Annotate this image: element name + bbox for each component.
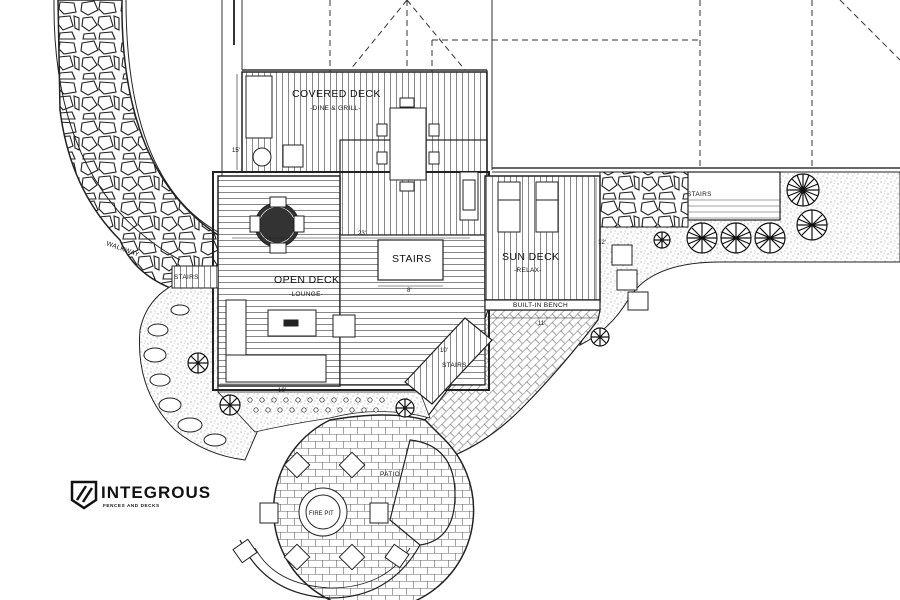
sun-deck-title: SUN DECK bbox=[502, 251, 559, 263]
built-in-bench bbox=[484, 299, 601, 311]
patio-lobe bbox=[389, 439, 456, 546]
gravel-strip bbox=[217, 391, 431, 433]
round-dining-set bbox=[249, 196, 305, 254]
brand-logo: INTEGROUS FENCES AND DECKS bbox=[70, 480, 211, 510]
patio-chairs bbox=[232, 451, 410, 571]
stairs-left-label: STAIRS bbox=[174, 274, 199, 281]
dim-stairs-width: 8' bbox=[407, 288, 411, 294]
stairs-left bbox=[171, 265, 219, 289]
patio-label: PATIO bbox=[380, 471, 400, 478]
river-rocks bbox=[143, 304, 227, 447]
lounge-set bbox=[225, 299, 356, 383]
paver-walk bbox=[424, 309, 601, 456]
open-deck-subtitle: -LOUNGE- bbox=[289, 291, 323, 298]
dim-covered-open: 23' bbox=[358, 231, 366, 237]
shrub-plants bbox=[187, 173, 828, 418]
brand-name: INTEGROUS bbox=[101, 483, 211, 502]
open-deck-title: OPEN DECK bbox=[274, 274, 339, 286]
walkway-border bbox=[53, 0, 219, 261]
stairs-right-label: STAIRS bbox=[687, 191, 712, 198]
dining-table bbox=[376, 97, 440, 192]
fire-pit-label: FIRE PIT bbox=[309, 511, 334, 517]
covered-deck-title: COVERED DECK bbox=[292, 88, 381, 100]
fire-pit bbox=[298, 487, 348, 537]
stairs-center bbox=[377, 239, 444, 281]
dim-covered-side: 15' bbox=[232, 148, 240, 154]
dimension-lines bbox=[220, 74, 598, 385]
side-tables-right bbox=[611, 244, 649, 311]
sun-deck-subtitle: -RELAX- bbox=[514, 267, 542, 274]
stone-patch-right bbox=[599, 171, 689, 228]
dim-open-bottom: 18' bbox=[278, 388, 286, 394]
stairs-diagonal-label: STAIRS bbox=[442, 362, 467, 369]
dim-bench: 11' bbox=[538, 321, 545, 327]
covered-deck-subtitle: -DINE & GRILL- bbox=[310, 105, 361, 112]
bench-label: BUILT-IN BENCH bbox=[513, 302, 568, 309]
grill-area bbox=[245, 75, 479, 221]
patio-border bbox=[239, 539, 421, 599]
patio-inner-border bbox=[254, 547, 411, 589]
stairs-diagonal bbox=[404, 317, 493, 405]
stairs-center-label: STAIRS bbox=[392, 253, 432, 265]
pebble-row bbox=[247, 397, 385, 413]
stairs-right bbox=[687, 171, 781, 221]
brand-tagline: FENCES AND DECKS bbox=[103, 503, 160, 508]
sun-loungers bbox=[497, 181, 559, 233]
dim-stairs-diag: 10' bbox=[440, 348, 448, 354]
dim-sun-side: 12' bbox=[598, 240, 606, 246]
